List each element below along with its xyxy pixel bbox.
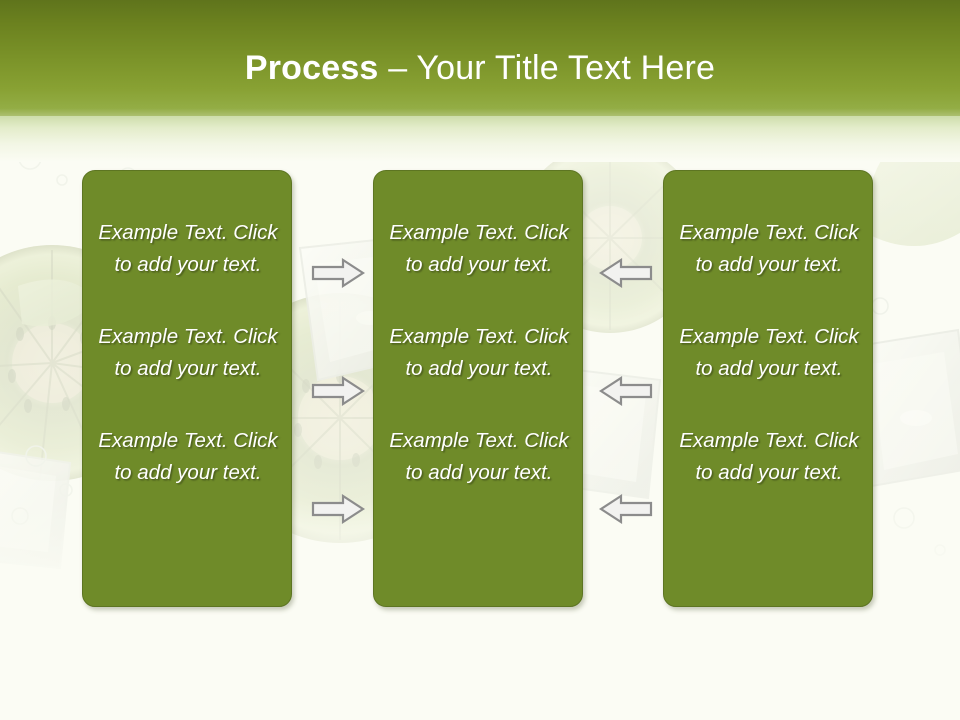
process-column-3[interactable]: Example Text. Click to add your text. Ex… — [663, 170, 873, 607]
header-fade — [0, 116, 960, 162]
text-block[interactable]: Example Text. Click to add your text. — [679, 429, 859, 484]
page-title-rest: – Your Title Text Here — [378, 49, 716, 87]
arrow-right-icon[interactable] — [311, 376, 365, 406]
text-block[interactable]: Example Text. Click to add your text. — [389, 429, 569, 484]
header-band — [0, 0, 960, 126]
arrow-left-icon[interactable] — [599, 258, 653, 288]
text-block[interactable]: Example Text. Click to add your text. — [679, 325, 859, 380]
background-bottom-fill — [0, 590, 960, 720]
arrow-left-icon[interactable] — [599, 494, 653, 524]
text-block[interactable]: Example Text. Click to add your text. — [98, 429, 278, 484]
text-block[interactable]: Example Text. Click to add your text. — [679, 221, 859, 276]
page-title-bold: Process — [244, 49, 379, 87]
process-column-1[interactable]: Example Text. Click to add your text. Ex… — [82, 170, 292, 607]
process-column-3-content: Example Text. Click to add your text. Ex… — [664, 217, 874, 489]
text-block[interactable]: Example Text. Click to add your text. — [98, 325, 278, 380]
arrow-right-icon[interactable] — [311, 494, 365, 524]
process-column-1-content: Example Text. Click to add your text. Ex… — [83, 217, 293, 489]
process-column-2[interactable]: Example Text. Click to add your text. Ex… — [373, 170, 583, 607]
page-title: Process – Your Title Text Here — [0, 48, 960, 88]
text-block[interactable]: Example Text. Click to add your text. — [389, 221, 569, 276]
text-block[interactable]: Example Text. Click to add your text. — [98, 221, 278, 276]
process-column-2-content: Example Text. Click to add your text. Ex… — [374, 217, 584, 489]
arrow-left-icon[interactable] — [599, 376, 653, 406]
arrow-right-icon[interactable] — [311, 258, 365, 288]
text-block[interactable]: Example Text. Click to add your text. — [389, 325, 569, 380]
